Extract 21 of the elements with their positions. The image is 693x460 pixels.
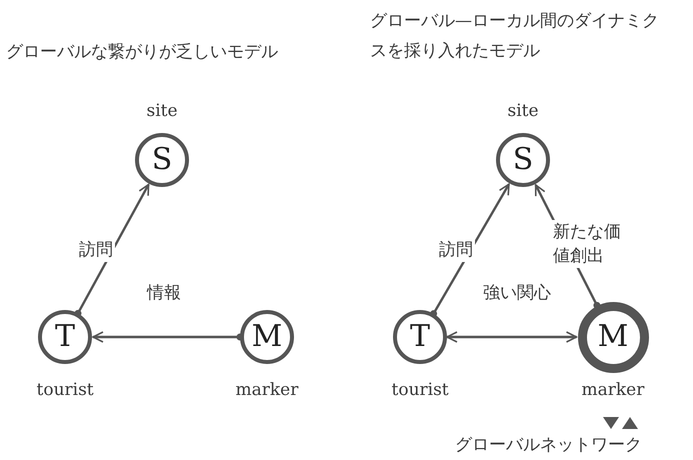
heading: グローバルな繋がりが乏しいモデル [6,41,279,64]
arrow [430,183,510,318]
node-circle: S [135,133,189,187]
edge-label: 訪問 [437,238,475,262]
node-caption: site [146,101,178,121]
arrow [446,331,578,343]
node-circle: T [393,310,447,364]
heading: グローバル—ローカル間のダイナミクスを採り入れたモデル [370,10,660,63]
node-circle: M [240,310,294,364]
node-circle: T [38,310,92,364]
node-caption: site [508,101,539,121]
node-caption: tourist [36,380,94,400]
node-caption: tourist [392,380,449,400]
edge-label: 新たな価値創出 [551,220,623,268]
caption: グローバルネットワーク [455,434,643,457]
arrow [74,184,150,317]
node-caption: marker [236,380,298,400]
node-circle: M [578,302,648,372]
node-circle: S [496,133,550,187]
edge-label: 訪問 [77,238,115,262]
node-caption: marker [582,380,644,400]
